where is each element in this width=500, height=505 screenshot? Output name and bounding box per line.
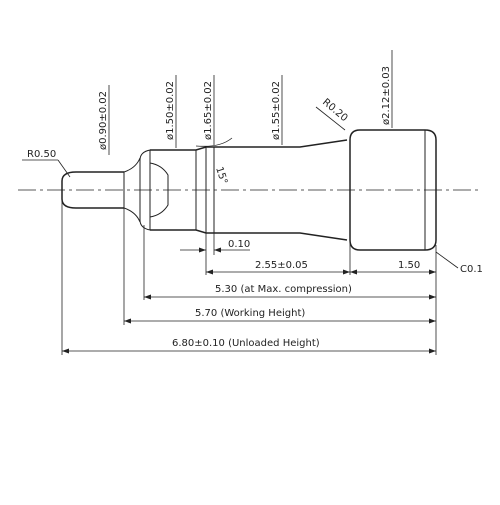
dim-line-150 — [350, 269, 436, 275]
leader-c01 — [435, 251, 459, 269]
label-r050: R0.50 — [27, 149, 56, 160]
leader-r050 — [22, 159, 71, 178]
label-dia155: ø1.55±0.02 — [271, 81, 282, 140]
angle-arc — [195, 137, 233, 147]
label-255: 2.55±0.05 — [255, 260, 308, 271]
label-dia212: ø2.12±0.03 — [381, 66, 392, 125]
dim-line-530 — [144, 294, 436, 300]
label-dia150: ø1.50±0.02 — [165, 81, 176, 140]
label-r020: R0.20 — [320, 97, 349, 124]
label-010: 0.10 — [228, 239, 250, 250]
label-dia090: ø0.90±0.02 — [98, 91, 109, 150]
barrel-head — [349, 129, 437, 251]
label-530: 5.30 (at Max. compression) — [215, 284, 352, 295]
dim-line-570 — [124, 318, 436, 324]
plunger-tip — [61, 157, 141, 223]
label-c01: C0.1 — [460, 264, 483, 275]
extension-lines — [61, 50, 437, 355]
dim-line-680 — [62, 348, 436, 354]
label-dia165: ø1.65±0.02 — [203, 81, 214, 140]
label-680: 6.80±0.10 (Unloaded Height) — [172, 338, 320, 349]
dim-line-255 — [206, 269, 350, 275]
leader-r020 — [315, 106, 346, 131]
dim-line-010 — [180, 247, 250, 253]
label-angle: 15° — [213, 166, 229, 186]
label-570: 5.70 (Working Height) — [195, 308, 305, 319]
label-150: 1.50 — [398, 260, 420, 271]
